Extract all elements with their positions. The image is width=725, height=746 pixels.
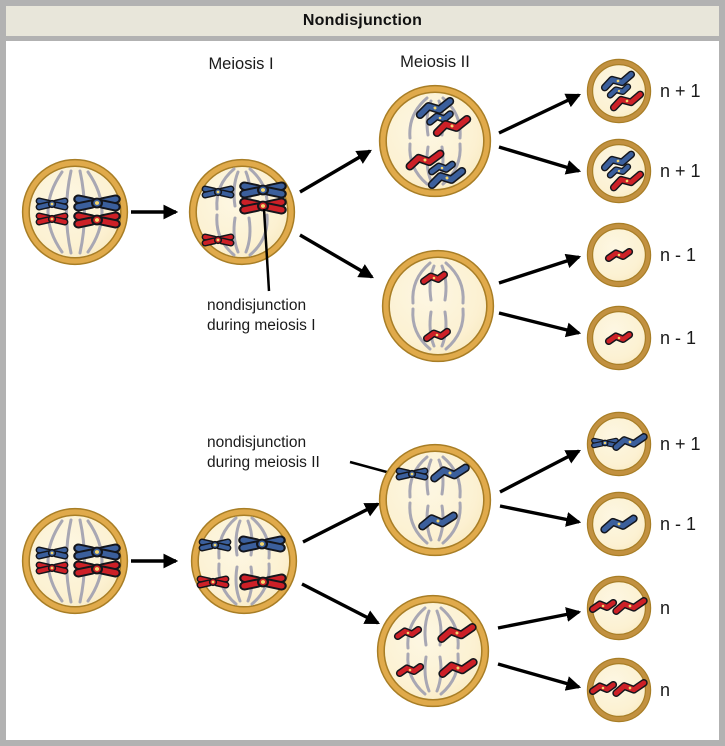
arrow-meiosis1-to-meiosis2-upper [299, 149, 372, 194]
arrow-to-gamete-3 [498, 253, 582, 285]
ploidy-label: n [660, 680, 670, 700]
cell-meiosis1-nondisjunction [190, 160, 295, 265]
chromatid-blue-small [431, 164, 452, 171]
gamete-cell-n [587, 658, 650, 721]
row-nondisjunction-meiosis-2: nondisjunction during meiosis II [23, 412, 701, 721]
chromatid-red-small [608, 335, 629, 341]
nondisjunction-diagram: Meiosis I Meiosis II [6, 53, 701, 735]
gamete-cell-n-plus-1 [587, 59, 650, 122]
row-nondisjunction-meiosis-1: nondisjunction during meiosis I [23, 59, 701, 369]
cell-meiosis2-bottom-n-minus [383, 251, 494, 362]
cell-meiosis1-normal [192, 509, 297, 614]
annotation-meiosis1-line2: during meiosis I [207, 317, 316, 334]
cell-parent-top [23, 160, 128, 265]
cell-membrane [378, 596, 489, 707]
chromatid-red-small [592, 603, 613, 609]
cell-membrane [380, 445, 491, 556]
figure-title: Nondisjunction [302, 12, 423, 29]
cell-meiosis2-top-n-plus [380, 86, 491, 197]
cell-membrane [23, 509, 128, 614]
chromatid-red-small [399, 667, 420, 673]
arrow-to-gamete-6 [499, 504, 582, 527]
arrow-to-gamete-8 [497, 662, 582, 691]
cell-meiosis2-nondisjunction [380, 445, 491, 556]
chromatid-red-small [397, 630, 418, 636]
arrow-meiosis1-to-meiosis2-lower [301, 582, 380, 625]
gamete-cell-n-minus-1 [587, 306, 650, 369]
chromatid-red-small [592, 685, 613, 691]
gamete-cell-n-plus-1 [587, 412, 650, 475]
pointer-line-meiosis1-nondisjunction [262, 208, 271, 292]
gamete-cell-n-minus-1 [587, 492, 650, 555]
arrow-meiosis1-to-meiosis2-lower [299, 233, 374, 279]
gamete-cell-n-minus-1 [587, 223, 650, 286]
arrow-to-gamete-1 [498, 93, 582, 135]
meiosis-2-label: Meiosis II [400, 53, 470, 71]
cell-meiosis2-normal [378, 596, 489, 707]
arrow-meiosis1-to-meiosis2-upper [302, 502, 381, 544]
ploidy-label: n [660, 598, 670, 618]
annotation-meiosis2-line2: during meiosis II [207, 454, 320, 471]
meiosis-1-label: Meiosis I [208, 55, 273, 73]
annotation-meiosis1-line1: nondisjunction [207, 297, 306, 314]
gamete-cell-n-plus-1 [587, 139, 650, 202]
ploidy-label: n + 1 [660, 434, 701, 454]
chromatid-red-small [423, 275, 444, 282]
title-bar: Nondisjunction [6, 6, 719, 41]
arrow-to-gamete-4 [498, 311, 582, 338]
chromatid-red-small [608, 252, 629, 258]
arrow-to-gamete-5 [499, 449, 581, 494]
arrow-to-gamete-7 [497, 607, 582, 630]
gamete-cell-n [587, 576, 650, 639]
arrow-to-gamete-2 [498, 145, 582, 175]
cell-membrane [192, 509, 297, 614]
ploidy-label: n - 1 [660, 514, 696, 534]
chromatid-red-small [426, 332, 447, 339]
cell-membrane [383, 251, 494, 362]
cell-parent-bottom [23, 509, 128, 614]
ploidy-label: n - 1 [660, 328, 696, 348]
cell-membrane [23, 160, 128, 265]
ploidy-label: n + 1 [660, 81, 701, 101]
ploidy-label: n + 1 [660, 161, 701, 181]
ploidy-label: n - 1 [660, 245, 696, 265]
annotation-meiosis2-line1: nondisjunction [207, 434, 306, 451]
diagram-canvas: Meiosis I Meiosis II [6, 41, 719, 735]
